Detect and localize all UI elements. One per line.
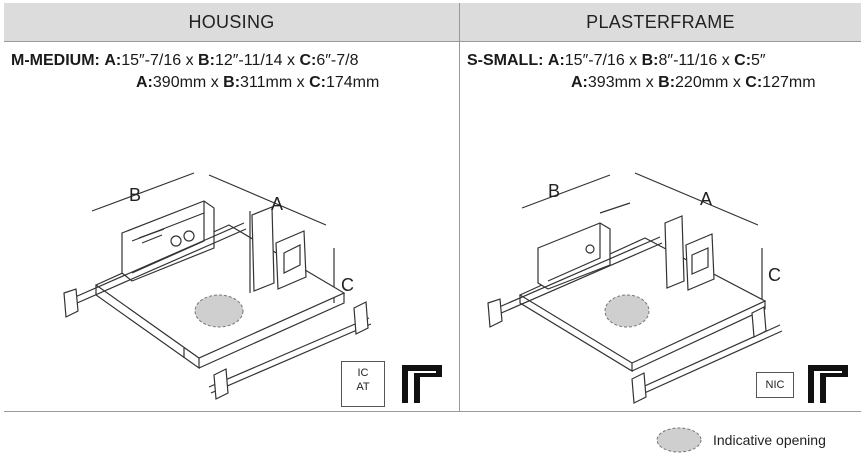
legend: Indicative opening bbox=[655, 425, 826, 455]
dim-a-label: A: bbox=[136, 74, 153, 91]
housing-mounting-icon bbox=[402, 365, 442, 403]
badge-ic: IC bbox=[357, 367, 369, 379]
dim-a-value: 15″-7/16 x bbox=[564, 52, 642, 69]
dim-c-value: 5″ bbox=[751, 52, 766, 69]
dim-b-value: 311mm x bbox=[240, 74, 310, 91]
dim-a-label: A: bbox=[547, 52, 565, 69]
dim-b-label: B: bbox=[223, 74, 241, 91]
plasterframe-column: PLASTERFRAME S-SMALL: A:15″-7/16 x B:8″-… bbox=[460, 3, 861, 411]
housing-model-label: M-MEDIUM: bbox=[11, 52, 100, 69]
dim-b-label: B: bbox=[658, 74, 676, 91]
dim-c-label: C: bbox=[299, 52, 317, 69]
spec-table: HOUSING M-MEDIUM: A:15″-7/16 x B:12″-11/… bbox=[4, 3, 861, 412]
dim-a-value: 390mm x bbox=[152, 74, 224, 91]
dim-a-label: A bbox=[271, 194, 283, 214]
dim-b-label: B bbox=[129, 185, 141, 205]
indicative-opening-swatch bbox=[656, 427, 702, 453]
housing-imperial-dimensions: M-MEDIUM: A:15″-7/16 x B:12″-11/14 x C:6… bbox=[11, 52, 379, 70]
dim-c-label: C: bbox=[734, 52, 752, 69]
dim-b-line bbox=[521, 174, 611, 209]
dim-a-line bbox=[634, 172, 759, 226]
dim-b-label: B bbox=[548, 181, 560, 201]
housing-metric-dimensions: A:390mm x B:311mm x C:174mm bbox=[11, 74, 379, 92]
plasterframe-spec: S-SMALL: A:15″-7/16 x B:8″-11/16 x C:5″ … bbox=[467, 52, 816, 92]
dim-b-label: B: bbox=[198, 52, 215, 69]
dim-c-value: 6″-7/8 bbox=[316, 52, 359, 69]
housing-header: HOUSING bbox=[4, 3, 459, 42]
dim-b-value: 12″-11/14 x bbox=[214, 52, 300, 69]
dim-c-label: C bbox=[341, 275, 354, 295]
indicative-opening bbox=[604, 294, 650, 328]
dim-b-line bbox=[91, 172, 195, 212]
dim-a-label: A bbox=[700, 189, 712, 209]
plasterframe-imperial-dimensions: S-SMALL: A:15″-7/16 x B:8″-11/16 x C:5″ bbox=[467, 52, 816, 70]
dim-a-label: A: bbox=[104, 52, 122, 69]
dim-c-value: 174mm bbox=[325, 74, 380, 91]
dim-c-label: C: bbox=[309, 74, 326, 91]
dim-b-value: 220mm x bbox=[675, 74, 746, 91]
dim-b-label: B: bbox=[641, 52, 659, 69]
plasterframe-mounting-icon bbox=[808, 365, 848, 403]
housing-drawing: B A C bbox=[63, 172, 372, 400]
plasterframe-model-label: S-SMALL: bbox=[467, 52, 544, 69]
nic-badge: NIC bbox=[756, 372, 794, 398]
plasterframe-header: PLASTERFRAME bbox=[460, 3, 861, 42]
dim-a-label: A: bbox=[571, 74, 588, 91]
dim-c-value: 127mm bbox=[762, 74, 816, 91]
plasterframe-metric-dimensions: A:393mm x B:220mm x C:127mm bbox=[467, 74, 816, 92]
dim-a-line bbox=[208, 174, 327, 226]
dim-c-label: C bbox=[768, 265, 781, 285]
badge-at: AT bbox=[356, 381, 370, 393]
dim-a-value: 15″-7/16 x bbox=[121, 52, 199, 69]
dim-c-label: C: bbox=[745, 74, 763, 91]
legend-label: Indicative opening bbox=[713, 432, 826, 448]
ic-at-badge: IC AT bbox=[341, 361, 385, 407]
housing-spec: M-MEDIUM: A:15″-7/16 x B:12″-11/14 x C:6… bbox=[11, 52, 379, 92]
dim-b-value: 8″-11/16 x bbox=[658, 52, 735, 69]
housing-column: HOUSING M-MEDIUM: A:15″-7/16 x B:12″-11/… bbox=[4, 3, 460, 411]
plasterframe-drawing: B A C bbox=[487, 172, 783, 404]
indicative-opening bbox=[194, 294, 244, 328]
dim-a-value: 393mm x bbox=[587, 74, 659, 91]
